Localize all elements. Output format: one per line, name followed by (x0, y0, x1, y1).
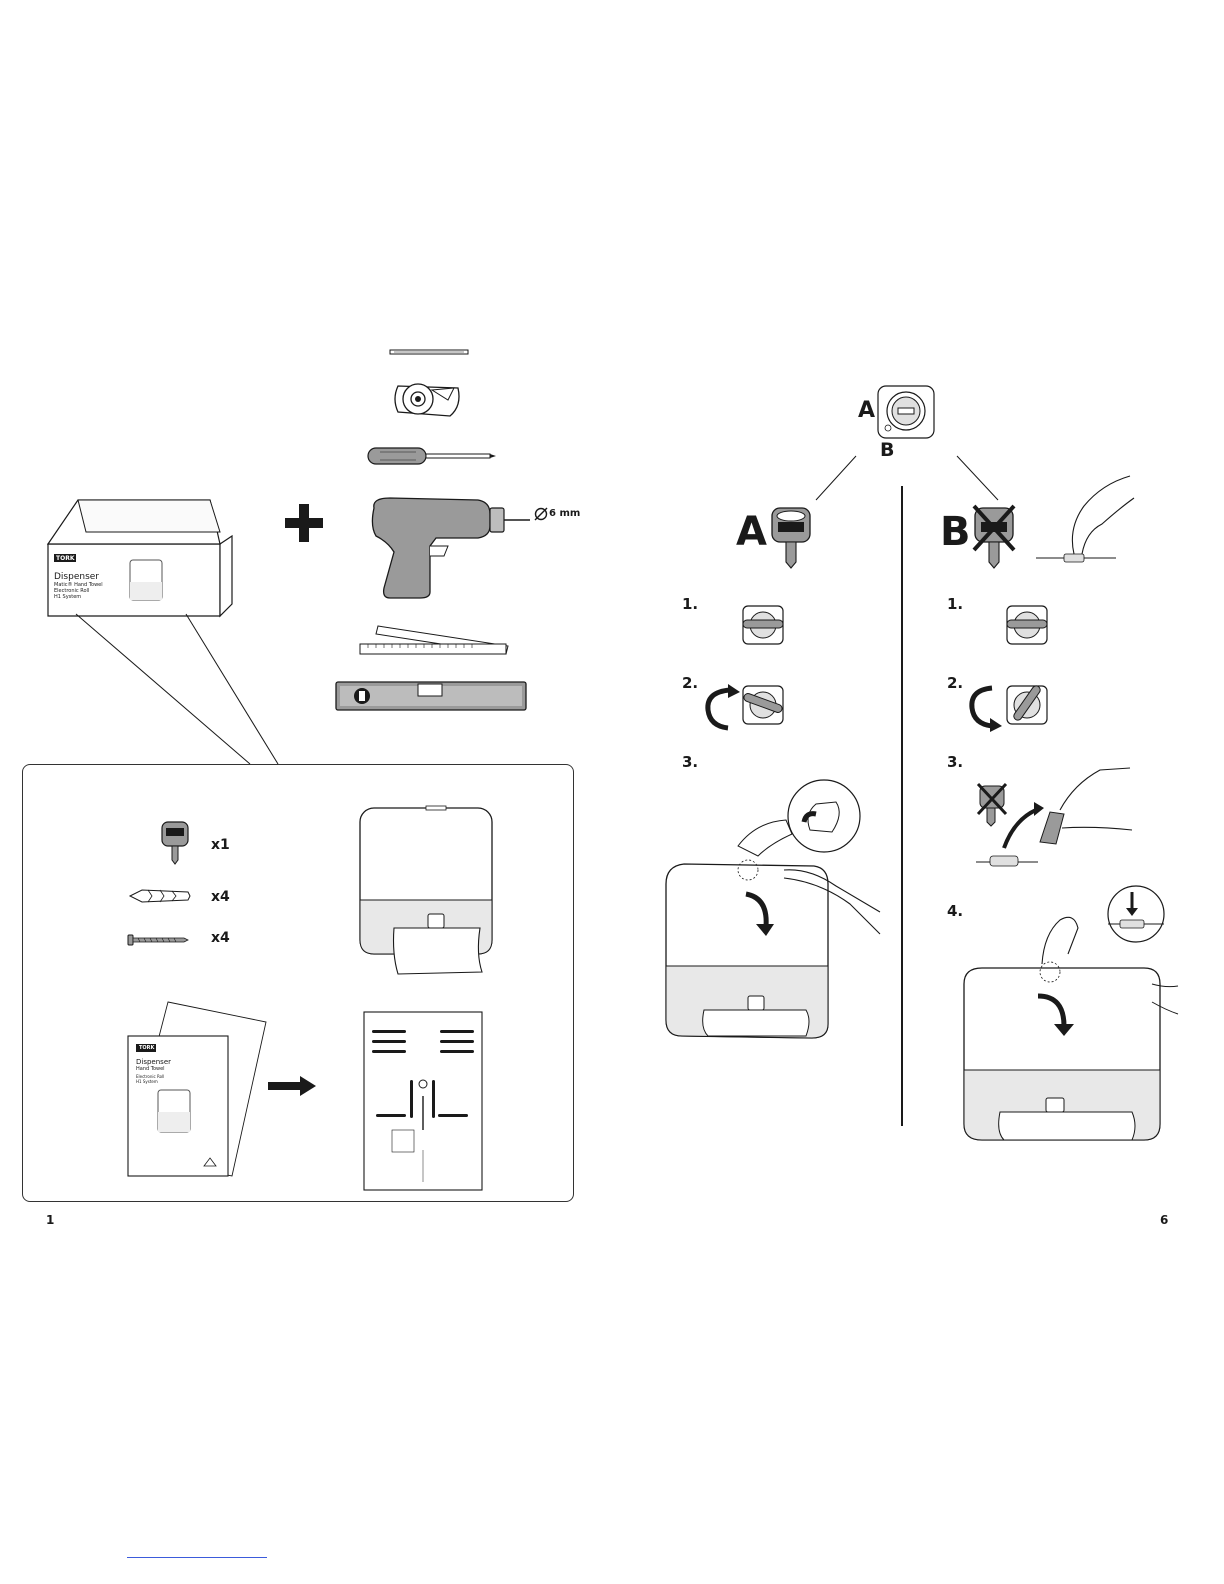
page-number-right: 6 (1160, 1213, 1168, 1227)
key-b-crossed-icon (970, 504, 1018, 570)
key-a-icon (770, 506, 812, 570)
hand-press-b-illustration (1034, 468, 1136, 572)
branch-a-step-1: 1. (682, 595, 698, 613)
lock-turned-icon (741, 684, 785, 726)
branch-b-step-3: 3. (947, 753, 963, 771)
branch-a-step-3: 3. (682, 753, 698, 771)
lock-closed-icon (741, 604, 785, 646)
rotate-counterclockwise-icon (966, 684, 1006, 732)
key-insert-b-illustration (974, 764, 1134, 874)
open-dispenser-a-illustration (660, 774, 886, 1044)
branch-b-step-2: 2. (947, 674, 963, 692)
branch-a-step-2: 2. (682, 674, 698, 692)
branch-a-label: A (736, 512, 767, 552)
bottom-link-line (127, 1557, 267, 1558)
lock-turned-b-icon (1005, 684, 1049, 726)
lock-closed-b-icon (1005, 604, 1049, 646)
open-dispenser-b-illustration (956, 884, 1178, 1146)
branch-b-step-1: 1. (947, 595, 963, 613)
rotate-clockwise-icon (702, 684, 742, 732)
branch-b-label: B (940, 512, 971, 552)
column-divider (901, 486, 903, 1126)
